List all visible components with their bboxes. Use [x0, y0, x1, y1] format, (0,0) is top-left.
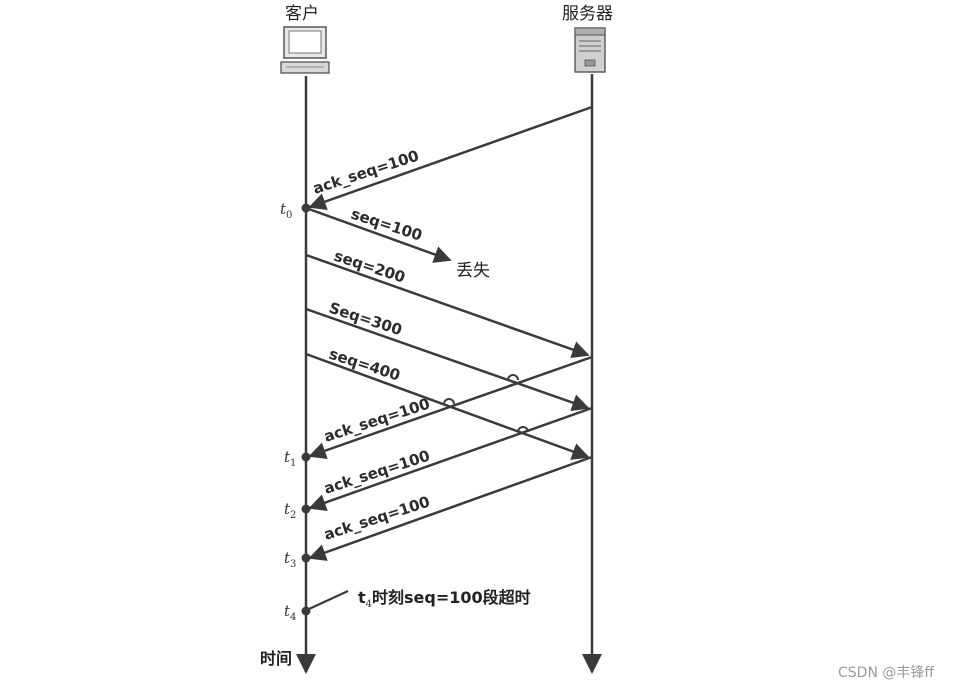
time-point-t4 — [301, 606, 311, 616]
label-seq400: seq=400 — [327, 345, 403, 385]
time-point-t3 — [301, 553, 311, 563]
watermark: CSDN @丰锋ff — [838, 665, 934, 681]
arrow-seq200 — [305, 253, 590, 358]
timeout-note: t4时刻seq=100段超时 — [358, 588, 531, 610]
crossing-marker — [443, 398, 455, 405]
label-seq100: seq=100 — [349, 205, 425, 245]
arrow-ack1 — [308, 355, 593, 460]
server-label: 服务器 — [562, 4, 613, 24]
arrow-ack3 — [308, 455, 593, 561]
label-seq300: Seq=300 — [327, 299, 404, 339]
arrow-seq300 — [305, 307, 590, 412]
time-point-t1 — [301, 452, 311, 462]
time-axis-label: 时间 — [260, 649, 292, 668]
crossing-marker — [507, 374, 519, 381]
label-t4: t4 — [284, 602, 296, 623]
label-seq200: seq=200 — [332, 247, 408, 287]
label-ack2: ack_seq=100 — [322, 447, 432, 498]
time-point-t2 — [301, 504, 311, 514]
client-label: 客户 — [285, 4, 319, 24]
label-t0: t0 — [280, 200, 292, 221]
computer-icon — [280, 26, 330, 74]
server-icon — [574, 27, 606, 73]
arrow-seq100-lost — [305, 206, 452, 263]
label-ack3: ack_seq=100 — [322, 493, 432, 544]
label-t1: t1 — [284, 448, 296, 469]
label-t2: t2 — [284, 500, 296, 521]
arrow-seq400 — [305, 352, 590, 460]
label-t3: t3 — [284, 549, 296, 570]
timeout-pointer — [308, 590, 349, 610]
arrow-ack-initial — [308, 105, 593, 210]
crossing-marker — [517, 426, 529, 433]
label-lost: 丢失 — [456, 261, 490, 281]
arrow-ack2 — [308, 406, 593, 511]
